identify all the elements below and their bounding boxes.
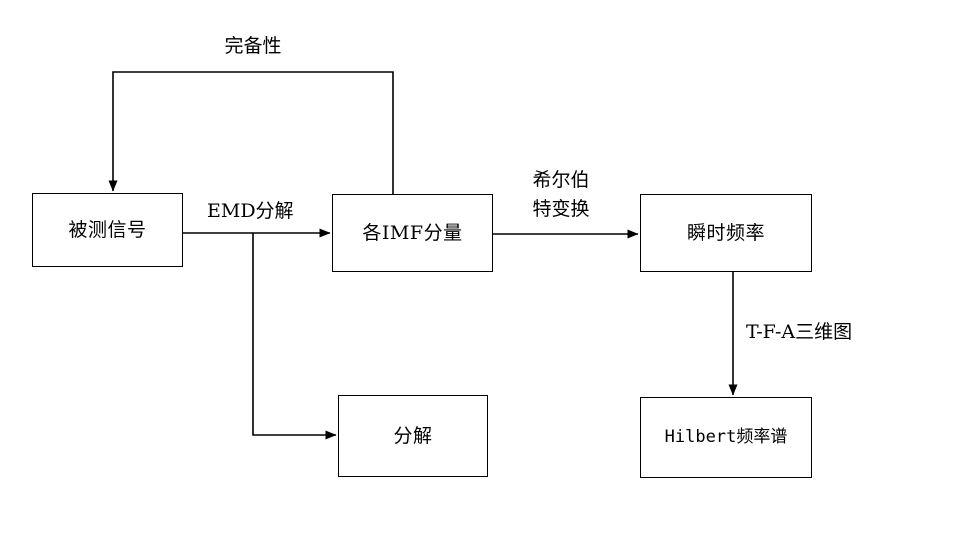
edge-label-tfa: T-F-A三维图 <box>746 321 853 343</box>
node-hilbert-spectrum[interactable]: Hilbert频率谱 <box>640 397 812 478</box>
node-signal-label: 被测信号 <box>68 218 147 241</box>
node-signal[interactable]: 被测信号 <box>32 193 183 267</box>
node-decomposition-label: 分解 <box>393 424 433 447</box>
edge-imf-to-signal <box>108 71 394 194</box>
edge-label-emd: EMD分解 <box>207 200 294 222</box>
edge-signal-to-decomp <box>252 233 337 440</box>
node-imf[interactable]: 各IMF分量 <box>332 194 493 272</box>
edge-label-completeness: 完备性 <box>224 35 282 57</box>
node-imf-label: 各IMF分量 <box>362 221 463 244</box>
node-instantaneous-frequency[interactable]: 瞬时频率 <box>640 194 812 272</box>
edge-label-hilbert-transform: 希尔伯 特变换 <box>532 169 590 221</box>
node-hilbert-spectrum-label: Hilbert频率谱 <box>664 427 788 448</box>
node-instantaneous-frequency-label: 瞬时频率 <box>686 221 765 244</box>
node-decomposition[interactable]: 分解 <box>338 395 488 477</box>
